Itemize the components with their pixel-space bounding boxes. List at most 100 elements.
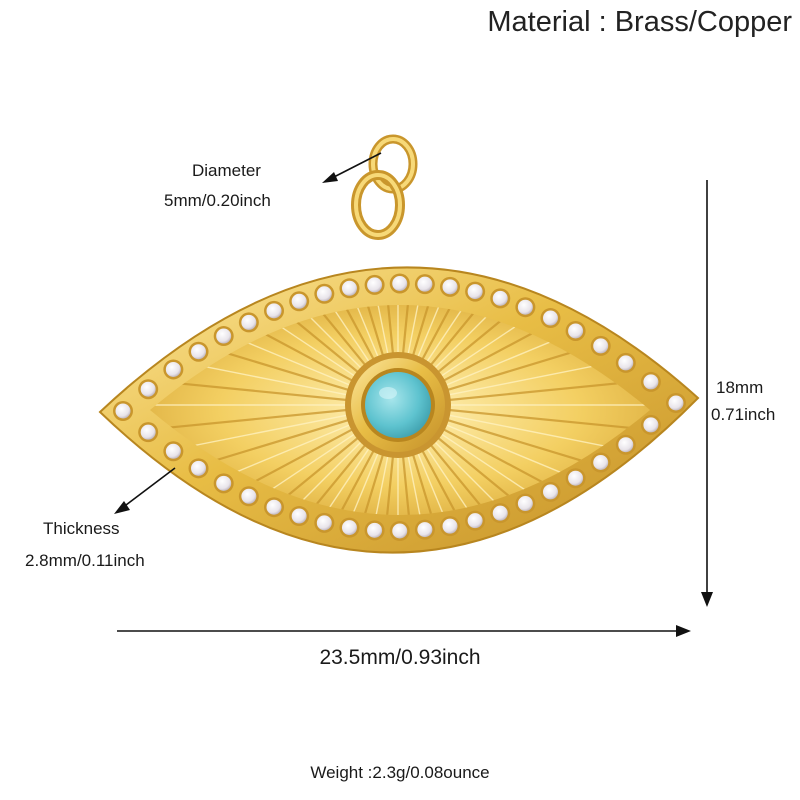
rhinestone [565, 468, 586, 489]
rhinestone [490, 288, 511, 309]
ray-line [304, 452, 385, 515]
ray-line [150, 414, 350, 469]
rhinestone [615, 352, 636, 373]
rhinestone [339, 278, 360, 299]
ray-line [219, 305, 371, 364]
thickness-arrow [114, 467, 176, 514]
rhinestone [138, 422, 159, 443]
ray-line [150, 305, 357, 378]
rhinestone [414, 274, 435, 295]
diameter-arrow [322, 152, 382, 183]
rhinestone [188, 458, 209, 479]
rhinestone [188, 341, 209, 362]
rhinestone [389, 273, 410, 294]
ray-line [428, 442, 602, 515]
ray-line [246, 305, 376, 362]
rhinestone [414, 519, 435, 540]
ray-line [425, 446, 577, 515]
rhinestone [264, 497, 285, 518]
ray-line [150, 418, 351, 499]
ray-line [411, 452, 492, 515]
ray-line [439, 305, 650, 378]
rhinestone [540, 481, 561, 502]
ray-line [411, 305, 492, 358]
ray-line [150, 305, 361, 375]
diameter-value: 5mm/0.20inch [164, 191, 271, 210]
ray-line [171, 439, 364, 515]
turquoise-center-stone [345, 352, 451, 458]
weight-value: Weight :2.3g/0.08ounce [310, 763, 490, 782]
ray-line [274, 305, 380, 360]
ray-line [446, 341, 650, 396]
rhinestone [289, 506, 310, 527]
ray-line [194, 442, 368, 515]
ray-line [150, 435, 361, 515]
rhinestone [213, 326, 234, 347]
ray-line [334, 305, 389, 357]
height-arrow [701, 180, 713, 607]
rhinestone [314, 512, 335, 533]
ray-line [365, 305, 395, 356]
ray-line [447, 372, 650, 402]
rhinestone [590, 335, 611, 356]
ray-line [365, 454, 395, 515]
ray-line [432, 439, 625, 515]
rhinestone [490, 503, 511, 524]
rhinestone [640, 414, 661, 435]
ray-line [435, 305, 647, 375]
ray-line [304, 305, 385, 358]
jump-ring [351, 134, 418, 240]
ray-line [407, 305, 462, 357]
thickness-label: Thickness [43, 519, 120, 538]
rhinestone [113, 401, 133, 421]
ray-line [401, 454, 431, 515]
rhinestone [163, 441, 184, 462]
rhinestone [666, 393, 686, 413]
ray-line [446, 414, 650, 469]
height-inch-value: 0.71inch [711, 405, 776, 424]
rhinestone [213, 473, 234, 494]
ray-line [274, 450, 380, 515]
width-arrow [117, 625, 691, 637]
ray-line [428, 305, 602, 368]
ray-line [246, 448, 376, 515]
ray-line [150, 372, 349, 402]
ray-line [401, 305, 431, 356]
ray-line [420, 305, 550, 362]
ray-line [447, 408, 650, 438]
rhinestone [314, 283, 335, 304]
ray-line [420, 448, 550, 515]
ray-line [425, 305, 577, 364]
rhinestone [465, 510, 486, 531]
ray-line [445, 418, 650, 499]
ray-line [171, 305, 364, 371]
rhinestone [615, 434, 636, 455]
rhinestone [339, 517, 360, 538]
rhinestone [515, 297, 536, 318]
ray-line [334, 453, 389, 515]
ray-line [219, 446, 371, 515]
rhinestone [163, 359, 184, 380]
ray-line [416, 305, 522, 360]
thickness-value: 2.8mm/0.11inch [25, 551, 145, 570]
rhinestone [264, 300, 285, 321]
rhinestone [289, 291, 310, 312]
ray-line [194, 305, 368, 368]
ray-line [432, 305, 625, 371]
ray-line [150, 341, 350, 396]
rhinestone [465, 281, 486, 302]
ray-line [407, 453, 462, 515]
ray-line [435, 435, 647, 515]
rhinestone [238, 486, 259, 507]
diameter-label: Diameter [192, 161, 261, 180]
rhinestone [389, 521, 410, 541]
height-mm-value: 18mm [716, 378, 764, 397]
rhinestone [364, 520, 385, 541]
rhinestone [364, 274, 385, 295]
width-value: 23.5mm/0.93inch [319, 646, 481, 669]
rhinestone [515, 493, 536, 514]
rhinestone [640, 371, 661, 392]
rhinestone-border [113, 273, 686, 541]
rhinestone [565, 320, 586, 341]
